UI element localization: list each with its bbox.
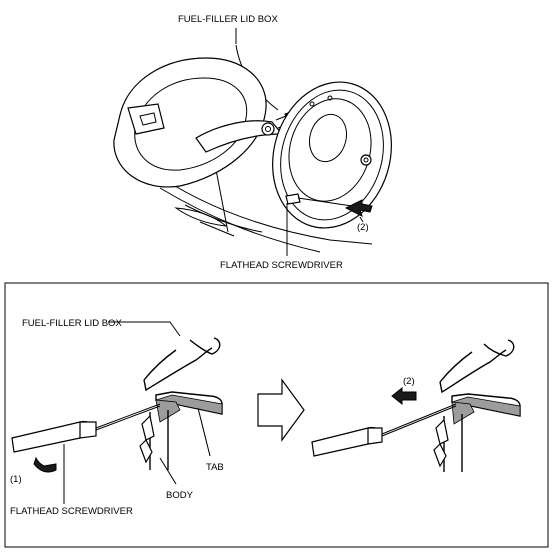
top-lid-box-label: FUEL-FILLER LID BOX xyxy=(178,14,278,25)
detail-arrow-2 xyxy=(391,386,417,406)
detail-lid-box-label: FUEL-FILLER LID BOX xyxy=(22,318,122,329)
detail-lid-box-leader xyxy=(108,321,181,337)
detail-step1: FUEL-FILLER LID BOX TAB BODY FLATHEAD SC… xyxy=(10,318,224,517)
top-arrow-2 xyxy=(344,199,373,217)
detail-step2-label: (2) xyxy=(403,376,415,387)
detail-frame xyxy=(4,282,549,548)
fuel-filler-lid-box xyxy=(272,81,392,229)
detail-arrow-1 xyxy=(33,456,57,473)
detail-body-right xyxy=(433,414,463,472)
detail-tab-leader xyxy=(197,407,211,457)
top-screwdriver xyxy=(285,193,353,207)
top-screwdriver-label: FLATHEAD SCREWDRIVER xyxy=(220,260,343,271)
transition-arrow xyxy=(257,378,305,442)
detail-body-leader xyxy=(159,457,177,485)
detail-step2: (2) xyxy=(311,339,521,472)
detail-step1-label: (1) xyxy=(10,474,22,485)
detail-lid-box-right xyxy=(439,339,521,425)
fuel-filler-lid xyxy=(113,57,267,188)
detail-body-label: BODY xyxy=(166,490,194,501)
detail-lid-box-left xyxy=(143,337,223,423)
detail-screwdriver-right xyxy=(311,403,457,457)
top-illustration: FUEL-FILLER LID BOX FLATHEAD SCREWDRIVER… xyxy=(113,14,392,271)
detail-screwdriver-label: FLATHEAD SCREWDRIVER xyxy=(10,506,133,517)
top-step2-leader xyxy=(359,216,364,223)
top-step2-label: (2) xyxy=(357,222,369,233)
detail-tab-label: TAB xyxy=(206,462,224,473)
detail-body-left xyxy=(139,410,169,470)
detail-screwdriver-left xyxy=(11,403,161,453)
